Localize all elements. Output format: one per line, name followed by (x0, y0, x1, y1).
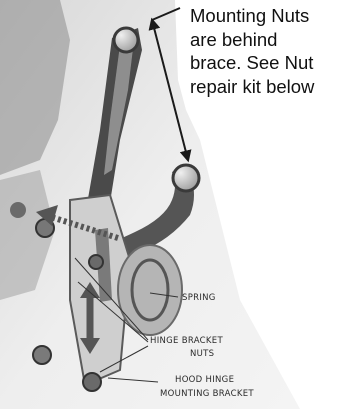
hinge-pivot-brace (173, 165, 199, 191)
label-hinge-bracket-nuts-line1: HINGE BRACKET (150, 336, 223, 346)
hinge-pivot-top (114, 28, 138, 52)
hinge-nut-3 (83, 373, 101, 391)
label-hinge-bracket-nuts-line2: NUTS (190, 349, 214, 359)
callout-line-4: repair kit below (190, 75, 352, 99)
label-hood-hinge-bracket-line1: HOOD HINGE (175, 375, 234, 385)
callout-line-1: Mounting Nuts (190, 4, 352, 28)
callout-line-2: are behind (190, 28, 352, 52)
hinge-nut-2 (33, 346, 51, 364)
callout-line-3: brace. See Nut (190, 51, 352, 75)
label-spring: SPRING (182, 293, 216, 303)
engine-bolt (10, 202, 26, 218)
hinge-nut-4 (89, 255, 103, 269)
label-hood-hinge-bracket-line2: MOUNTING BRACKET (160, 389, 254, 399)
mounting-nuts-callout: Mounting Nuts are behind brace. See Nut … (190, 4, 352, 98)
